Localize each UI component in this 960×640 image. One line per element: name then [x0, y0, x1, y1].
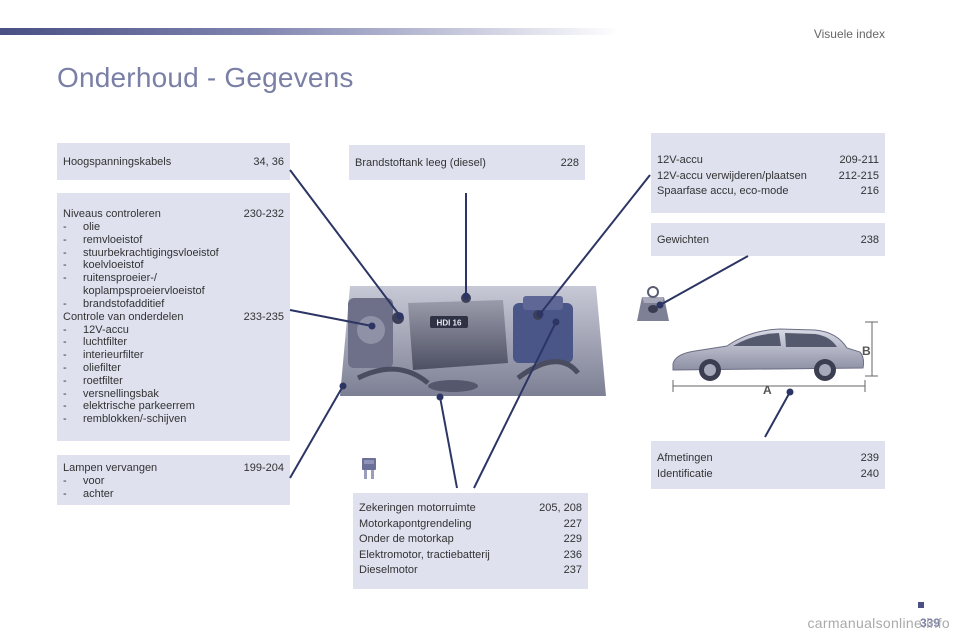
list-item: -remvloeistof [63, 233, 143, 246]
box-levels-and-components: Niveaus controleren 230-232 -olie -remvl… [57, 193, 290, 441]
engine-bay-illustration: HDI 16 [340, 286, 606, 396]
page-marker [918, 602, 924, 608]
page-number: 339 [919, 616, 940, 630]
entry-row[interactable]: Niveaus controleren 230-232 [63, 208, 284, 220]
list-item: -roetfilter [63, 374, 123, 387]
box-lamps: Lampen vervangen 199-204 -voor -achter [57, 455, 290, 505]
list-item-continuation: koplampsproeiervloeistof [83, 284, 205, 297]
weight-icon [637, 286, 669, 321]
list-item: -olie [63, 221, 101, 233]
list-item: -brandstofadditief [63, 297, 165, 310]
list-item: -koelvloeistof [63, 259, 144, 272]
box-fuel-tank: Brandstoftank leeg (diesel) 228 [349, 145, 585, 180]
list-item: -stuurbekrachtigingsvloeistof [63, 246, 219, 259]
list-item: -elektrische parkeerrem [63, 400, 195, 413]
engine-badge: HDI 16 [437, 319, 462, 328]
dimension-b-label: B [862, 344, 871, 358]
entry-row[interactable]: Brandstoftank leeg (diesel) 228 [355, 157, 579, 169]
list-item: -oliefilter [63, 361, 121, 374]
watermark: carmanualsonline.info [807, 615, 950, 631]
box-high-voltage-cables: Hoogspanningskabels 34, 36 [57, 143, 290, 180]
list-item: -ruitensproeier-/ [63, 272, 157, 285]
list-item: -voor [63, 475, 105, 487]
fuse-icon [362, 458, 376, 479]
leader-line-lamps [289, 385, 344, 479]
header-gradient-bar [0, 28, 620, 35]
leader-line-weights [659, 255, 749, 306]
page-title: Onderhoud - Gegevens [57, 62, 354, 93]
entry-row[interactable]: Lampen vervangen 199-204 [63, 462, 284, 474]
list-item: -12V-accu [63, 323, 129, 336]
list-item: -versnellingsbak [63, 387, 159, 400]
section-label: Visuele index [813, 27, 885, 41]
entry-row[interactable]: Hoogspanningskabels 34, 36 [63, 156, 284, 168]
list-item: -luchtfilter [63, 336, 128, 349]
entry-row[interactable]: Controle van onderdelen 233-235 [63, 310, 284, 323]
car-side-illustration [672, 321, 878, 392]
leader-line-fuses-1 [439, 396, 458, 489]
leader-line-dims [764, 391, 791, 438]
list-item: -achter [63, 487, 114, 500]
list-item: -interieurfilter [63, 349, 144, 362]
dimension-a-label: A [763, 383, 772, 397]
list-item: -remblokken/-schijven [63, 413, 187, 426]
